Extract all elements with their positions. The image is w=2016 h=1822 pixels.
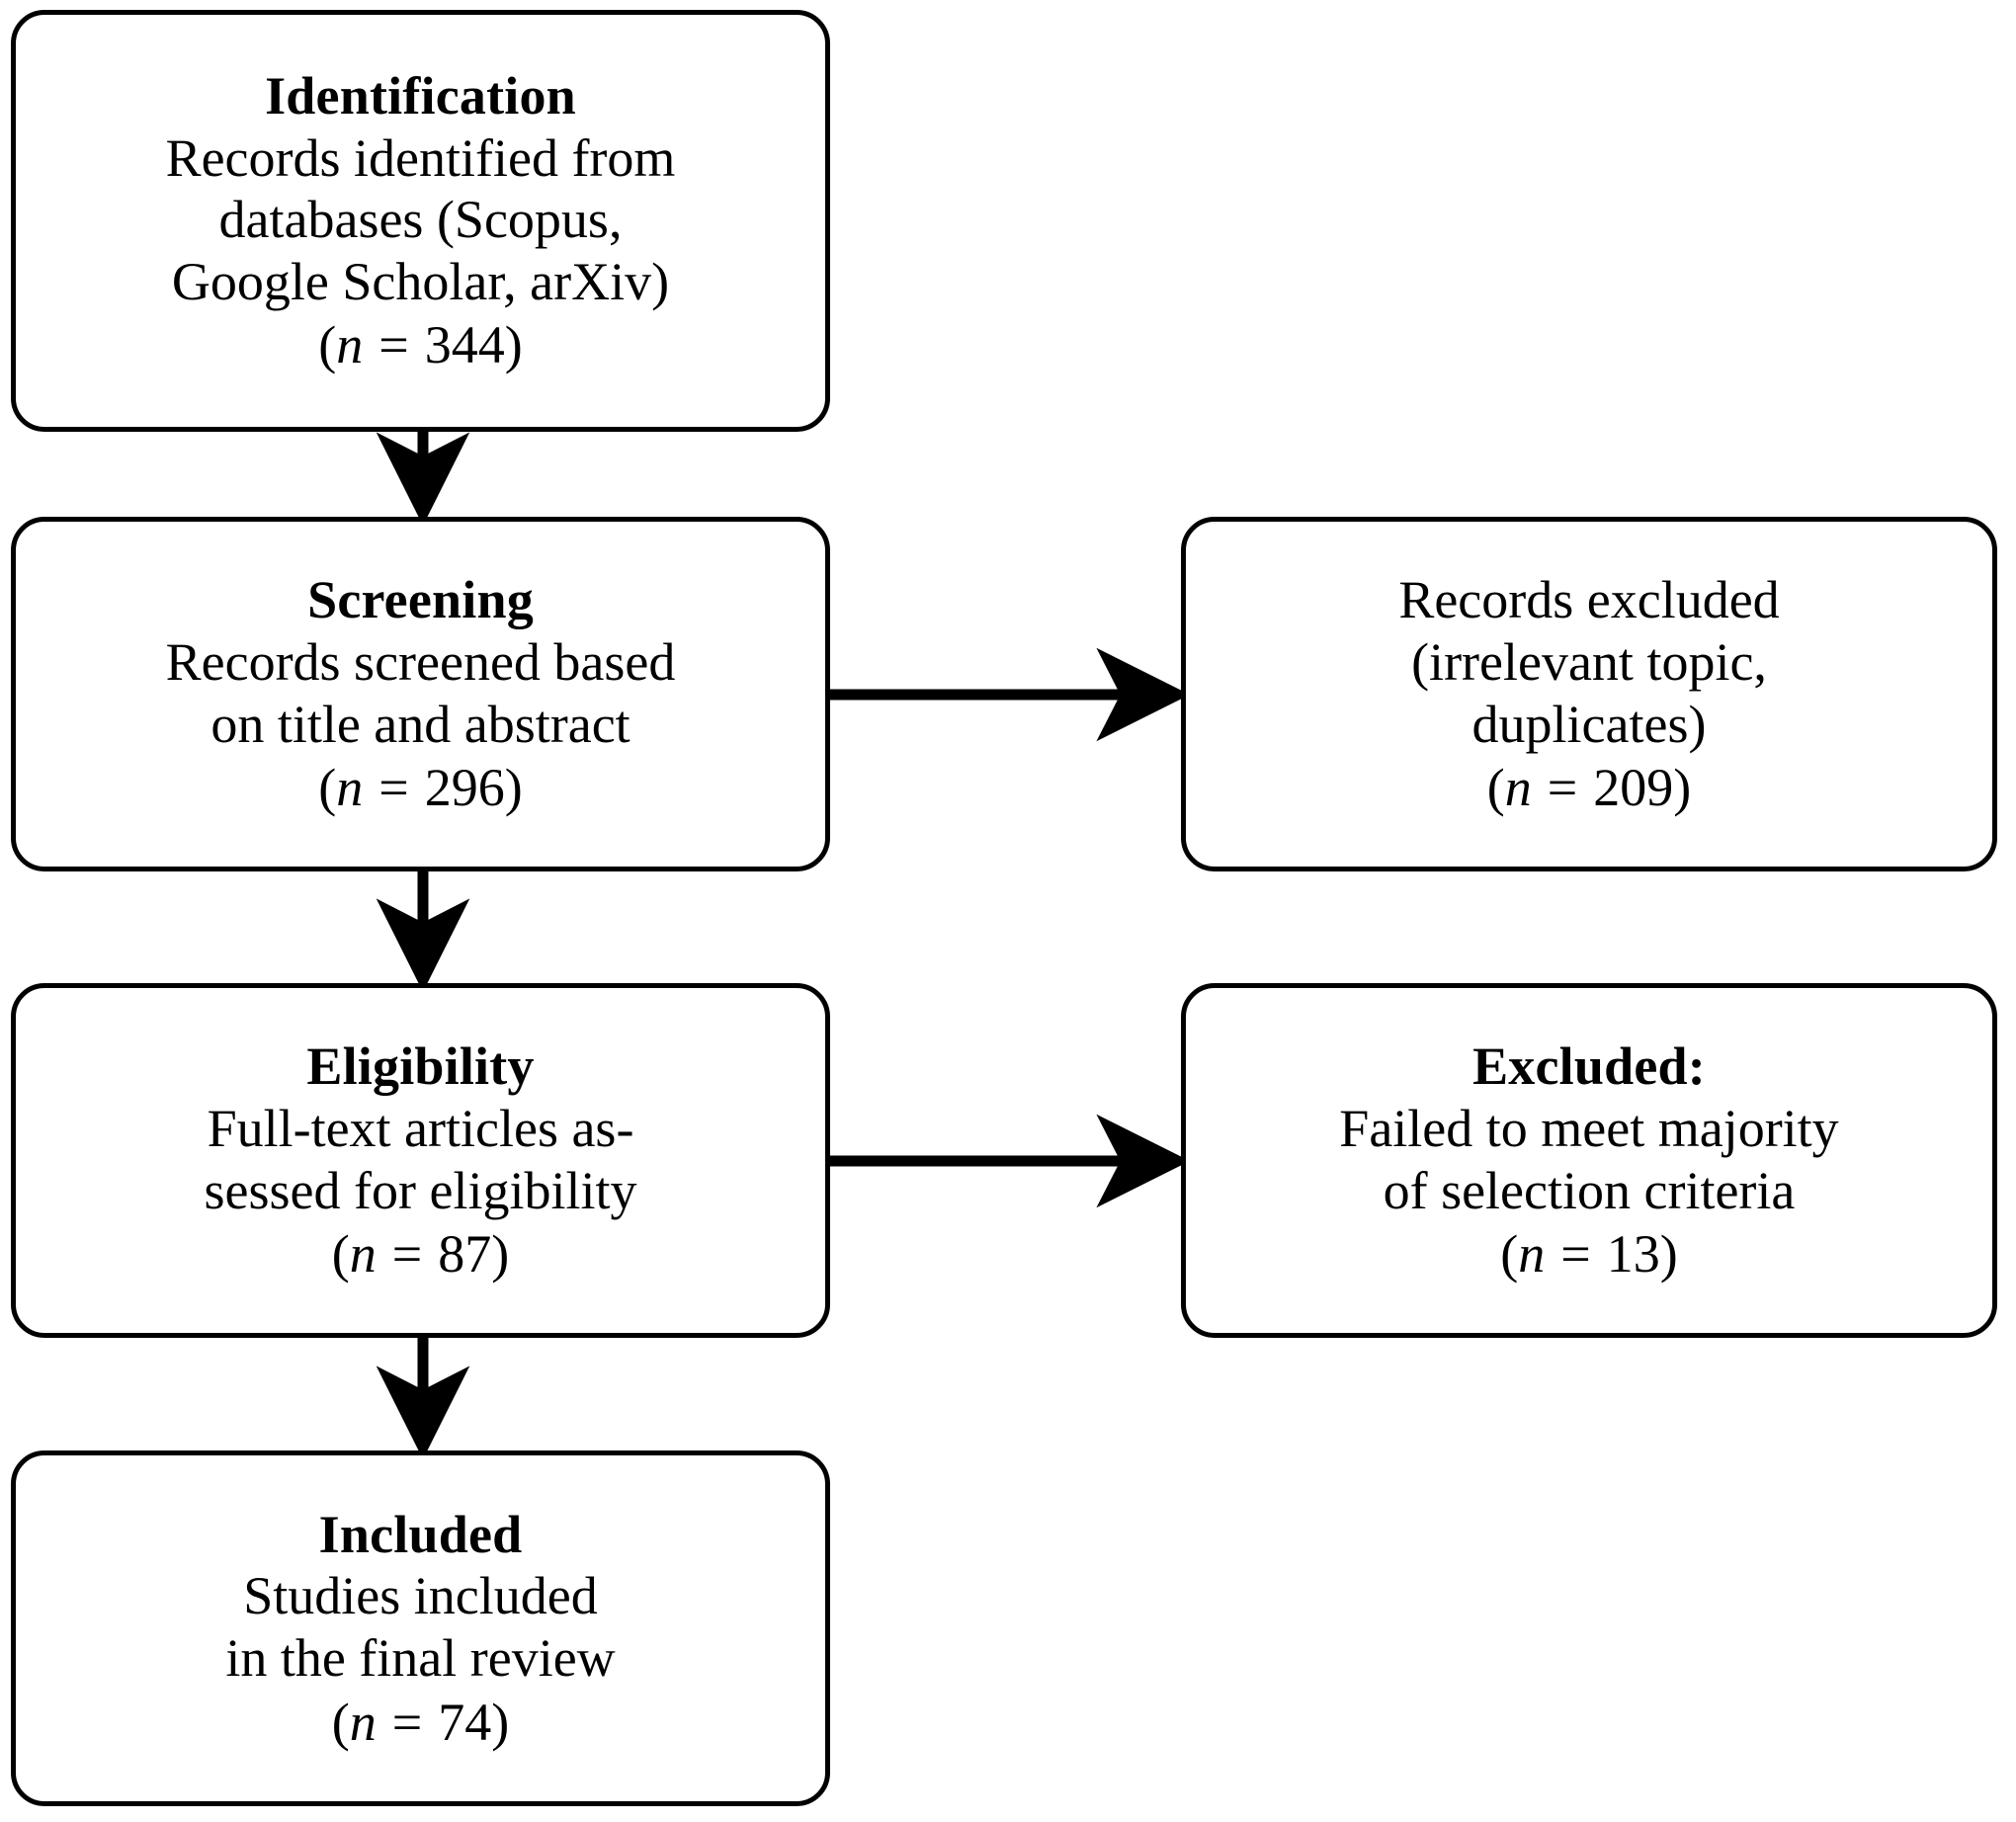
equals-sign: = [378,758,409,818]
n-symbol: n [1518,1224,1546,1284]
n-symbol: n [336,758,364,818]
node-records-excluded-line-1: Records excluded [1398,570,1780,630]
equals-sign: = [1547,758,1578,818]
paren-open: ( [318,758,337,818]
n-value: 74 [438,1692,492,1752]
node-included-line-1: Studies included [243,1566,598,1626]
node-eligibility-line-2: sessed for eligibility [204,1160,637,1220]
node-eligibility-count: (n=87) [332,1223,509,1285]
paren-close: ) [504,758,523,818]
equals-sign: = [1560,1224,1591,1284]
node-excluded-eligibility-line-1: Failed to meet majority [1339,1098,1839,1158]
node-records-excluded-line-3: duplicates) [1471,694,1707,754]
node-screening-header: Screening [307,570,534,630]
n-value: 344 [424,315,505,375]
node-records-excluded-screening: Records excluded (irrelevant topic, dupl… [1181,517,1997,871]
node-eligibility-header: Eligibility [306,1036,535,1097]
node-excluded-eligibility: Excluded: Failed to meet majority of sel… [1181,983,1997,1338]
paren-close: ) [1673,758,1692,818]
node-excluded-eligibility-line-2: of selection criteria [1383,1160,1796,1220]
n-value: 13 [1606,1224,1660,1284]
node-records-excluded-line-2: (irrelevant topic, [1411,631,1767,692]
node-screening-count: (n=296) [318,757,522,819]
n-value: 209 [1593,758,1674,818]
node-identification-line-2: databases (Scopus, [218,190,623,250]
n-symbol: n [336,315,364,375]
node-excluded-eligibility-header: Excluded: [1472,1036,1706,1097]
node-included-header: Included [318,1504,523,1564]
node-included: Included Studies included in the final r… [11,1450,830,1806]
n-value: 296 [424,758,505,818]
paren-close: ) [1659,1224,1678,1284]
node-screening-line-1: Records screened based [165,631,676,692]
node-identification-header: Identification [265,65,576,125]
paren-close: ) [491,1224,510,1284]
node-identification-line-1: Records identified from [165,127,676,188]
equals-sign: = [391,1224,423,1284]
paren-open: ( [1500,1224,1519,1284]
n-symbol: n [349,1224,377,1284]
paren-open: ( [331,1224,350,1284]
node-identification-count: (n=344) [318,314,522,376]
node-identification-line-3: Google Scholar, arXiv) [171,251,670,311]
node-included-count: (n=74) [332,1692,509,1754]
paren-close: ) [491,1692,510,1752]
equals-sign: = [378,315,409,375]
node-screening-line-2: on title and abstract [210,694,630,754]
node-eligibility-line-1: Full-text articles as- [207,1098,634,1158]
n-value: 87 [438,1224,492,1284]
paren-open: ( [1486,758,1505,818]
node-identification: Identification Records identified from d… [11,10,830,432]
node-screening: Screening Records screened based on titl… [11,517,830,871]
node-records-excluded-count: (n=209) [1487,757,1691,819]
paren-open: ( [331,1692,350,1752]
node-excluded-eligibility-count: (n=13) [1500,1223,1677,1285]
node-included-line-2: in the final review [225,1628,616,1688]
paren-open: ( [318,315,337,375]
n-symbol: n [1504,758,1532,818]
node-eligibility: Eligibility Full-text articles as- sesse… [11,983,830,1338]
paren-close: ) [504,315,523,375]
equals-sign: = [391,1692,423,1752]
n-symbol: n [349,1692,377,1752]
